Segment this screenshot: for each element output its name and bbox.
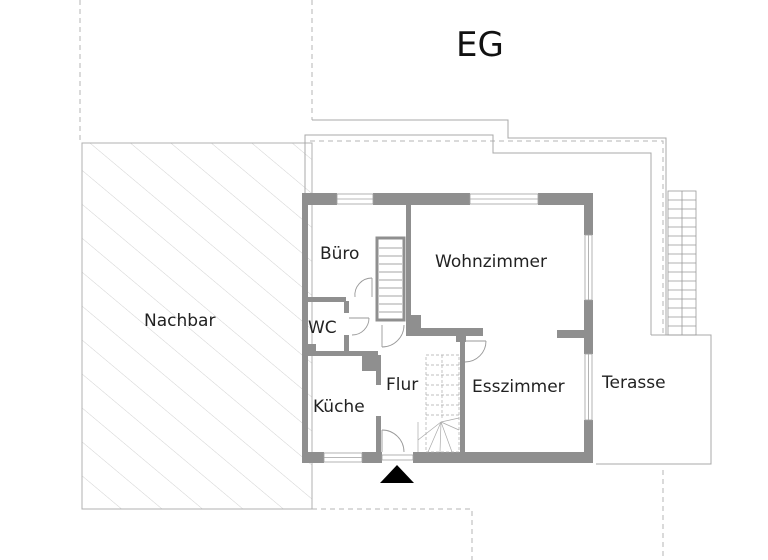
entrance-arrow-icon [380,465,414,483]
room-label-esszimmer: Esszimmer [472,377,565,397]
door-swing-icon [349,277,487,453]
neighbour-area [81,142,313,510]
room-label-terasse: Terasse [602,373,666,393]
floor-title: EG [456,25,504,65]
property-boundary [79,0,664,560]
room-label-wohnzimmer: Wohnzimmer [435,252,547,272]
stairs-icon [667,190,697,336]
outline-lines [304,119,712,465]
room-label-wc: WC [308,318,337,338]
room-label-kueche: Küche [313,397,365,417]
window-icon [323,193,593,463]
stairs-icon [375,236,406,322]
room-label-buero: Büro [320,244,360,264]
winding-steps [417,417,460,453]
room-label-nachbar: Nachbar [144,311,216,331]
stairs-icon [425,354,460,453]
walls [302,193,593,463]
room-label-flur: Flur [386,375,419,395]
